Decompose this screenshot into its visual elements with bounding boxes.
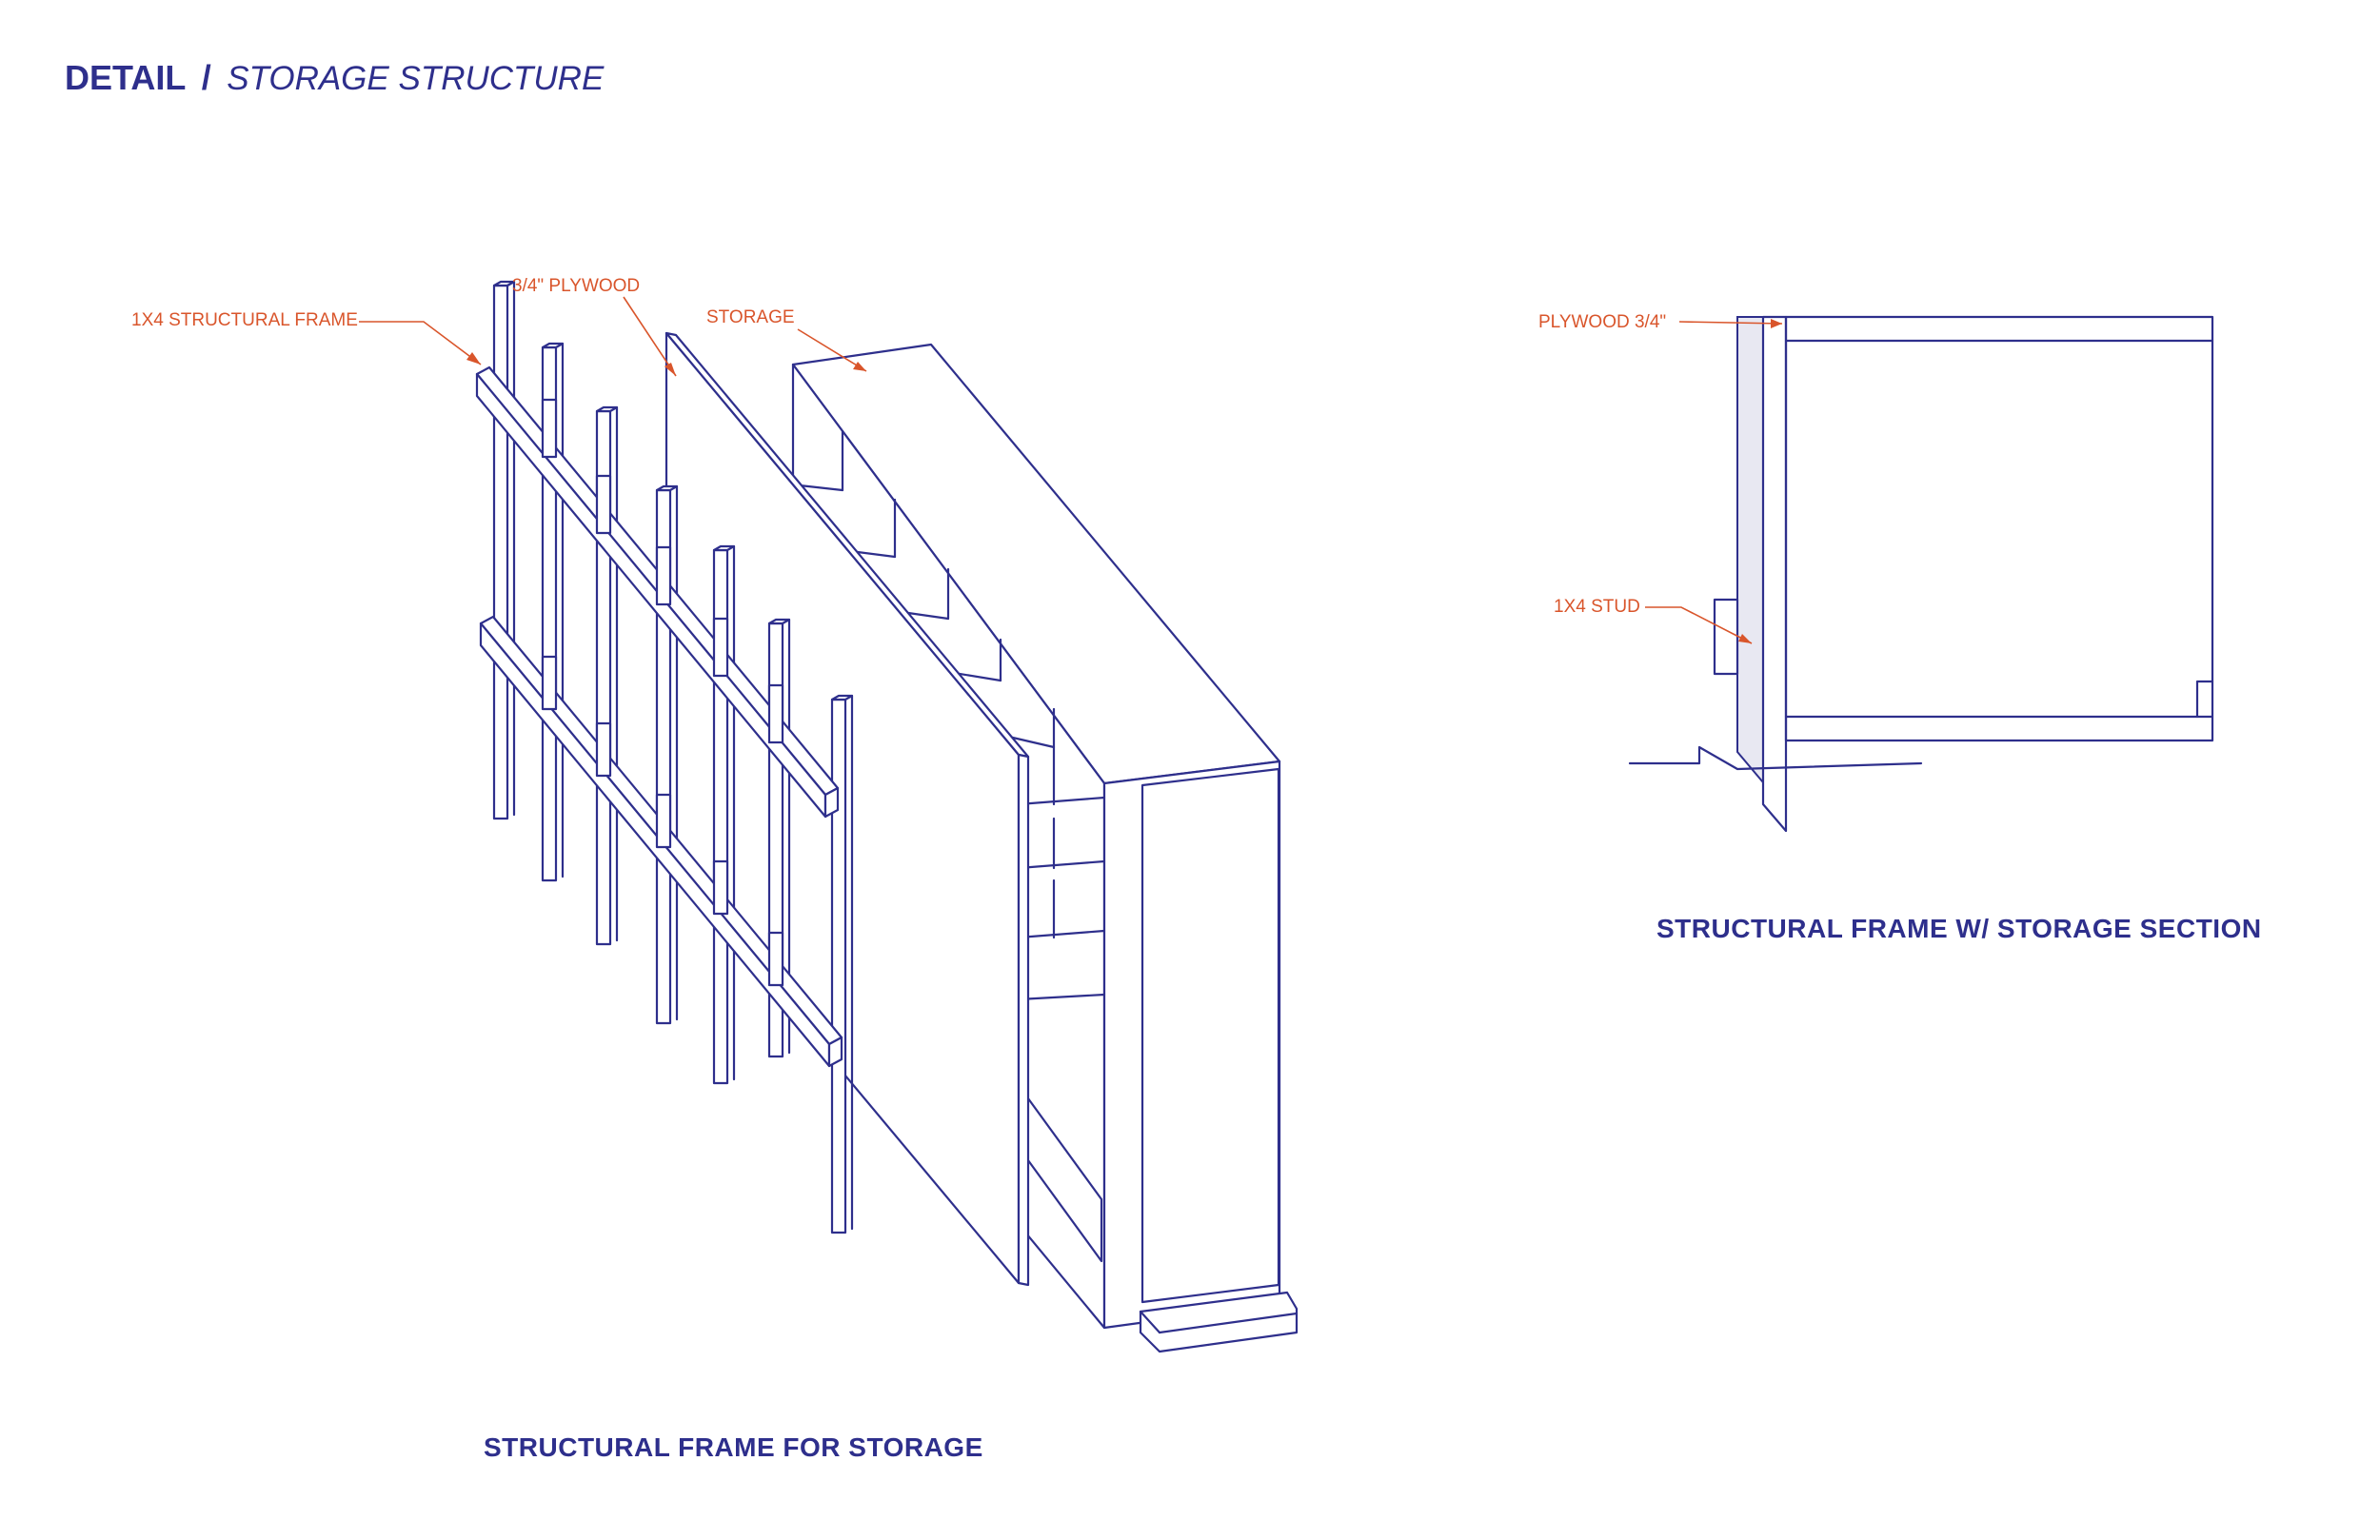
stud: [492, 280, 516, 820]
title-italic: STORAGE STRUCTURE: [227, 60, 605, 97]
title-bold: DETAIL: [65, 58, 186, 97]
label-plywood: 3/4" PLYWOOD: [512, 276, 640, 296]
sheet-title: DETAIL / STORAGE STRUCTURE: [65, 58, 605, 97]
section-caption: STRUCTURAL FRAME W/ STORAGE SECTION: [1656, 914, 2262, 943]
cabinet-end: [1102, 760, 1281, 1330]
title-separator: /: [202, 58, 211, 97]
plywood-side-edge: [1017, 753, 1030, 1287]
label-structural-frame: 1X4 STRUCTURAL FRAME: [131, 310, 358, 330]
axonometric-caption: STRUCTURAL FRAME FOR STORAGE: [484, 1432, 983, 1462]
cabinet-base: [1139, 1291, 1299, 1353]
label-plywood-section: PLYWOOD 3/4": [1538, 312, 1666, 332]
stud: [830, 694, 854, 1234]
axo-annotations: 1X4 STRUCTURAL FRAME 3/4" PLYWOOD STORAG…: [131, 276, 867, 377]
cabinet-end-panel: [1140, 767, 1280, 1304]
label-stud: 1X4 STUD: [1554, 597, 1640, 617]
axonometric-view: 1X4 STRUCTURAL FRAME 3/4" PLYWOOD STORAG…: [131, 276, 1299, 1462]
section-annotations: PLYWOOD 3/4" 1X4 STUD: [1538, 312, 1783, 644]
frame-studs-front: [541, 398, 784, 987]
section-view: PLYWOOD 3/4" 1X4 STUD STRUCTURAL FRAME W…: [1538, 312, 2262, 943]
section-wall-board: [1761, 315, 1788, 833]
section-cabinet: [1784, 315, 2214, 742]
section-plywood: [1736, 316, 1764, 785]
section-stud: [1713, 598, 1739, 676]
label-storage: STORAGE: [706, 307, 795, 327]
